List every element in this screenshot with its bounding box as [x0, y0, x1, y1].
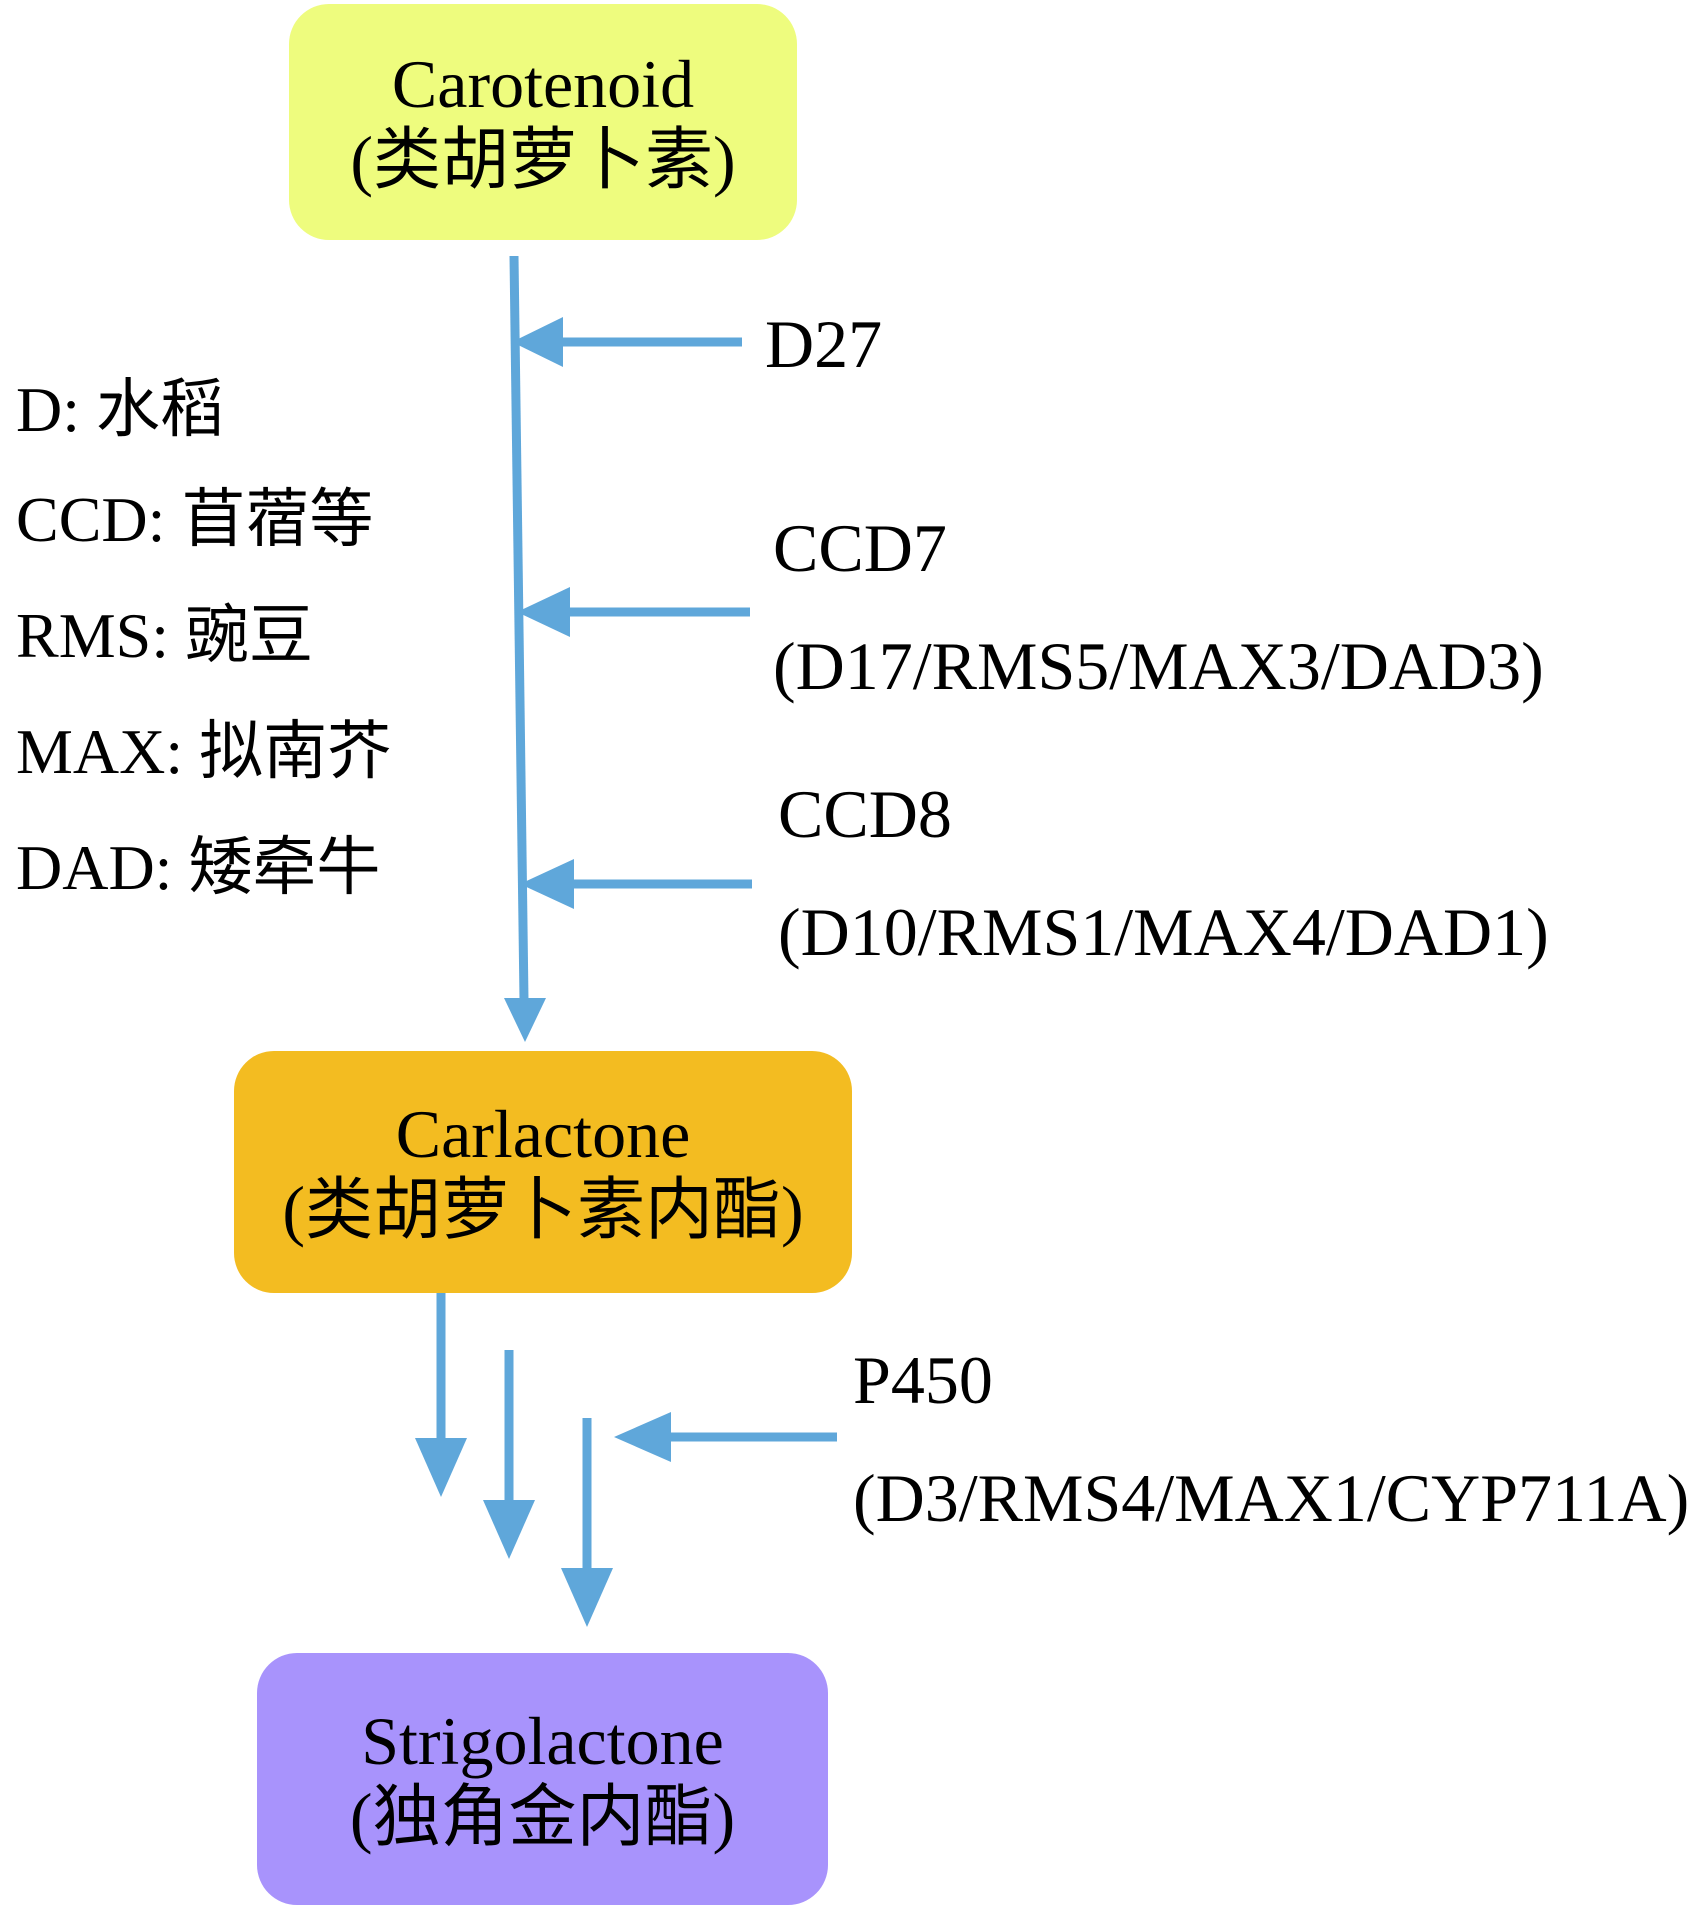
carlactone-name: Carlactone — [395, 1095, 691, 1172]
carotenoid-node: Carotenoid (类胡萝卜素) — [289, 4, 797, 240]
ccd7-label: CCD7 — [773, 510, 947, 586]
ccd7-arrowhead — [517, 587, 570, 637]
legend-item-dad: DAD: 矮牵牛 — [16, 832, 381, 903]
strigolactone-name: Strigolactone — [361, 1702, 724, 1779]
main-pathway-arrowhead — [504, 998, 546, 1042]
ccd8-arrowhead — [520, 859, 574, 909]
d27-arrowhead — [512, 317, 563, 367]
conversion-arrow-3-head — [561, 1568, 613, 1627]
legend-item-ccd: CCD: 苜蓿等 — [16, 484, 374, 555]
carotenoid-chinese-name: (类胡萝卜素) — [350, 122, 736, 198]
p450-genes: (D3/RMS4/MAX1/CYP711A) — [853, 1460, 1689, 1536]
pathway-arrows — [415, 255, 837, 1627]
p450-arrowhead — [614, 1412, 671, 1462]
legend-item-max: MAX: 拟南芥 — [16, 716, 392, 787]
conversion-arrow-1-head — [415, 1438, 467, 1497]
strigolactone-chinese-name: (独角金内酯) — [349, 1779, 736, 1855]
carotenoid-name: Carotenoid — [391, 45, 695, 122]
p450-label: P450 — [853, 1342, 993, 1418]
main-pathway-arrow-shaft — [509, 255, 529, 1001]
ccd8-genes: (D10/RMS1/MAX4/DAD1) — [778, 894, 1549, 970]
legend-item-rms: RMS: 豌豆 — [16, 600, 313, 671]
conversion-arrow-2-head — [483, 1500, 535, 1559]
ccd8-label: CCD8 — [778, 776, 952, 852]
carlactone-node: Carlactone (类胡萝卜素内酯) — [234, 1051, 852, 1293]
d27-label: D27 — [765, 306, 883, 382]
carlactone-chinese-name: (类胡萝卜素内酯) — [282, 1172, 804, 1248]
legend-item-d: D: 水稻 — [16, 374, 224, 445]
ccd7-genes: (D17/RMS5/MAX3/DAD3) — [773, 628, 1544, 704]
strigolactone-node: Strigolactone (独角金内酯) — [257, 1653, 828, 1905]
